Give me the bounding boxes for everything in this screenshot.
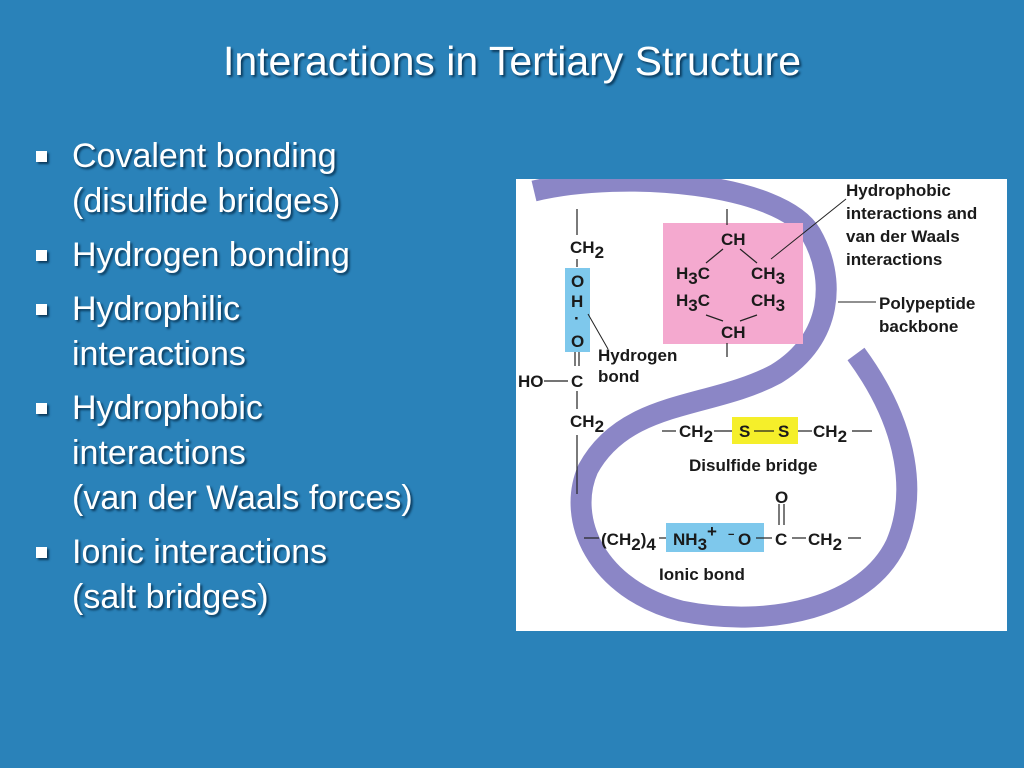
hydrophobic-ch3-1: CH3 (751, 264, 785, 288)
ionic-ch2-chain: (CH2)4 (601, 530, 656, 554)
hydrophobic-ch-top: CH (721, 230, 746, 249)
hydrogen-bond-label-2: bond (598, 367, 640, 386)
bullet-text: (salt bridges) (72, 578, 269, 616)
hydrogen-ch2-top: CH2 (570, 238, 604, 262)
bullet-item: Hydrophobic interactions (van der Waals fo… (30, 386, 510, 521)
bullet-text: Hydrophobic (72, 389, 263, 427)
diagram-svg: CH2 O H · O HO C CH2 Hydrogen bond CH H3… (518, 179, 977, 628)
bullet-list: Covalent bonding (disulfide bridges) Hydro… (30, 134, 510, 629)
tertiary-structure-diagram: CH2 O H · O HO C CH2 Hydrogen bond CH H3… (516, 179, 1007, 631)
ionic-nh3: NH3+ (673, 522, 717, 554)
hydrogen-ho: HO (518, 372, 544, 391)
bullet-text: Hydrogen bonding (72, 236, 350, 274)
disulfide-s1: S (739, 422, 750, 441)
backbone-label-group: Polypeptide backbone (838, 294, 975, 336)
bullet-text: (disulfide bridges) (72, 182, 341, 220)
backbone-label-1: Polypeptide (879, 294, 975, 313)
bullet-marker (36, 250, 47, 261)
bullet-item: Hydrophilic interactions (30, 287, 510, 377)
hydrophobic-label-3: van der Waals (846, 227, 960, 246)
hydrophobic-ch-bottom: CH (721, 323, 746, 342)
bond-line (739, 314, 758, 322)
disulfide-ch2-left: CH2 (679, 422, 713, 446)
ionic-o-top: O (775, 488, 788, 507)
disulfide-label: Disulfide bridge (689, 456, 817, 475)
hydrogen-bond-label-1: Hydrogen (598, 346, 677, 365)
ionic-ch2-right: CH2 (808, 530, 842, 554)
ionic-o-charge: − (728, 529, 734, 541)
bullet-text: interactions (72, 335, 246, 373)
polypeptide-backbone (531, 179, 918, 628)
bullet-item: Hydrogen bonding (30, 233, 510, 278)
hydrogen-bond-leader (587, 313, 609, 350)
bullet-item: Ionic interactions (salt bridges) (30, 530, 510, 620)
disulfide-group: CH2 S S CH2 Disulfide bridge (662, 417, 872, 475)
ionic-box (666, 523, 764, 552)
backbone-label-2: backbone (879, 317, 958, 336)
hydrophobic-label-1: Hydrophobic (846, 181, 951, 200)
hydrophobic-h3c-2: H3C (676, 291, 710, 315)
bullet-text: Ionic interactions (72, 533, 328, 571)
hydrophobic-label-2: interactions and (846, 204, 977, 223)
hydrophobic-group: CH H3C CH3 H3C CH3 CH Hydrophobic intera… (663, 181, 977, 357)
hydrogen-dots: · (574, 309, 580, 328)
disulfide-s2: S (778, 422, 789, 441)
hydrogen-h: H (571, 292, 583, 311)
bond-line (739, 248, 758, 264)
bond-line (705, 248, 724, 264)
hydrogen-bond-group: CH2 O H · O HO C CH2 Hydrogen bond (518, 209, 677, 494)
hydrophobic-leader (770, 198, 847, 260)
bullet-text: Hydrophilic (72, 290, 241, 328)
ionic-o-minus: O (738, 530, 751, 549)
bullet-marker (36, 403, 47, 414)
hydrophobic-label-4: interactions (846, 250, 942, 269)
hydrogen-ch2-bottom: CH2 (570, 412, 604, 436)
hydrogen-c: C (571, 372, 583, 391)
bullet-marker (36, 304, 47, 315)
hydrophobic-box (663, 223, 803, 344)
bullet-item: Covalent bonding (disulfide bridges) (30, 134, 510, 224)
ionic-bond-label: Ionic bond (659, 565, 745, 584)
bullet-text: (van der Waals forces) (72, 479, 413, 517)
ionic-c: C (775, 530, 787, 549)
bullet-text: Covalent bonding (72, 137, 337, 175)
bullet-marker (36, 547, 47, 558)
bond-line (705, 314, 724, 322)
hydrogen-o2: O (571, 332, 584, 351)
hydrogen-o1: O (571, 272, 584, 291)
hydrophobic-ch3-2: CH3 (751, 291, 785, 315)
slide-title: Interactions in Tertiary Structure (222, 38, 802, 84)
bullet-marker (36, 151, 47, 162)
hydrophobic-h3c-1: H3C (676, 264, 710, 288)
ionic-group: (CH2)4 NH3+ − O C O CH2 Ionic bond (584, 488, 861, 584)
bullet-text: interactions (72, 434, 246, 472)
disulfide-ch2-right: CH2 (813, 422, 847, 446)
hydrogen-bond-box (565, 268, 590, 352)
